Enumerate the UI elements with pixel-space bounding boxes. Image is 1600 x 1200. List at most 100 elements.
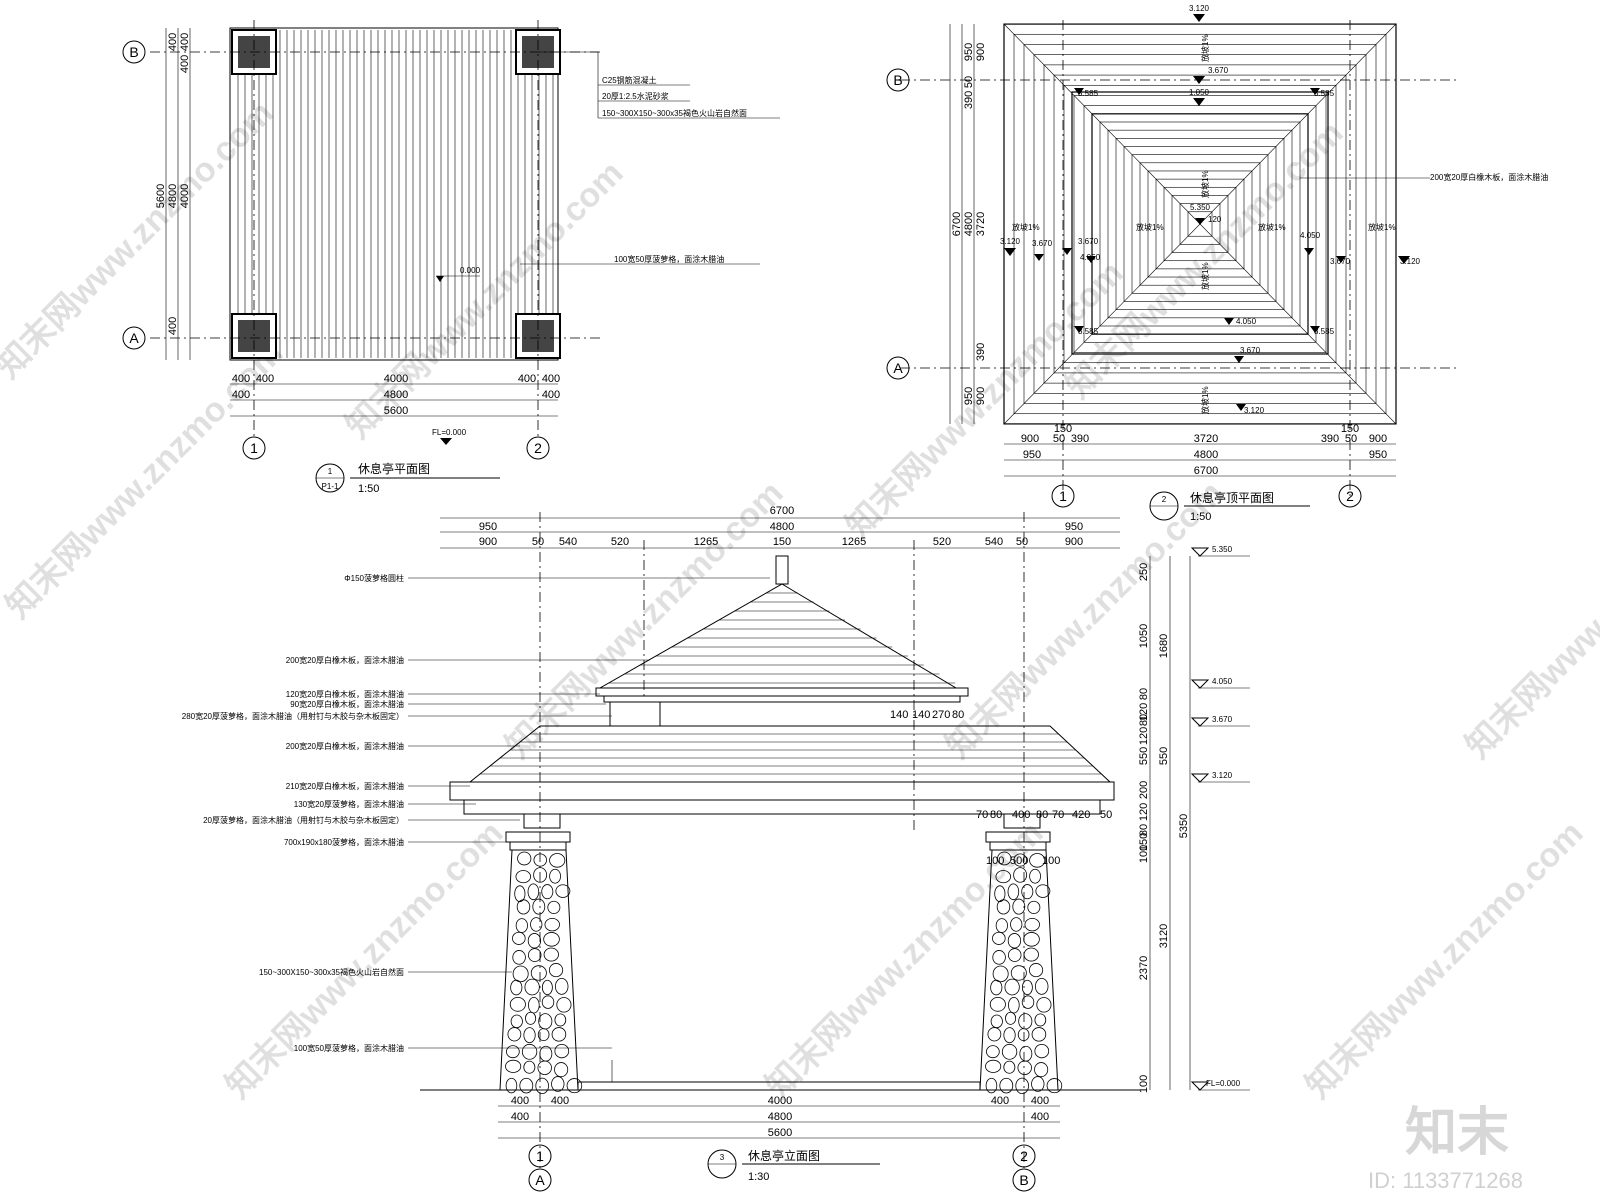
roof-ring [1063,84,1337,364]
callout-label: 210宽20厚白橡木板，面涂木腊油 [286,781,404,791]
svg-text:900: 900 [1369,433,1387,445]
svg-text:400: 400 [179,33,191,51]
stone [505,1059,522,1073]
svg-text:540: 540 [559,536,577,548]
svg-text:950: 950 [963,387,975,405]
svg-text:400: 400 [511,1111,529,1123]
svg-text:270: 270 [932,709,950,721]
svg-text:3720: 3720 [1194,433,1218,445]
plan-view: B A 1 2 400 400 400 400 4000 4800 5600 4… [122,20,780,495]
stone [1008,948,1022,962]
stone [515,870,532,884]
svg-text:540: 540 [985,536,1003,548]
stone [997,851,1012,866]
roof-levels: 3.120 3.670 1.050 5.350 120 3.120 3.120 … [1000,4,1421,415]
stone [1027,900,1041,914]
stone [548,963,564,978]
plan-outline [229,27,559,361]
roof-callout: 200宽20厚白橡木板，面涂木腊油 [1430,172,1548,182]
svg-text:B: B [1019,1172,1028,1188]
stone [1028,963,1044,978]
stone [1035,884,1051,898]
svg-text:520: 520 [933,536,951,548]
stone [1018,1013,1033,1030]
svg-text:放坡1%: 放坡1% [1136,222,1164,232]
stone [1021,995,1035,1009]
svg-text:500: 500 [1010,855,1028,867]
svg-text:4800: 4800 [167,184,179,208]
svg-text:放坡1%: 放坡1% [1200,170,1210,198]
stone [510,1014,523,1029]
plan-dims-left: 400 400 400 400 4000 4800 5600 [155,28,191,360]
stone [1024,917,1040,932]
svg-text:400: 400 [1031,1111,1049,1123]
roof-inner-edge [1071,91,1329,355]
svg-text:4000: 4000 [179,184,191,208]
stone [989,997,1006,1012]
stone [551,1076,565,1092]
svg-text:50: 50 [1100,809,1112,821]
stone [541,995,555,1009]
elevation-view: 6700 950 4800 950 900 50 540 520 1265 15… [182,505,1250,1192]
svg-text:400: 400 [542,389,560,401]
svg-text:3.670: 3.670 [1330,257,1351,266]
svg-text:3.585: 3.585 [1078,327,1099,336]
svg-text:4.050: 4.050 [1080,253,1101,262]
plan-callouts: C25钢筋混凝土 20厚1:2.5水泥砂浆 150~300X150~300x35… [520,51,780,265]
svg-text:390: 390 [1321,433,1339,445]
roof-ring [1139,162,1261,286]
svg-text:放坡1%: 放坡1% [1200,262,1210,290]
svg-text:80: 80 [1036,809,1048,821]
stone [1031,1027,1047,1042]
stone [1012,898,1026,915]
svg-text:420: 420 [1072,809,1090,821]
svg-text:150: 150 [773,536,791,548]
svg-text:4800: 4800 [963,212,975,236]
stone [985,1077,998,1094]
svg-text:4800: 4800 [1194,449,1218,461]
svg-text:3.120: 3.120 [1000,237,1021,246]
svg-text:1: 1 [536,1148,544,1164]
stone [1017,1060,1032,1075]
svg-text:100: 100 [1138,1075,1150,1093]
svg-text:1265: 1265 [842,536,866,548]
svg-text:400: 400 [518,373,536,385]
stone [516,899,531,915]
axis-1-label: 1 [250,440,258,456]
svg-text:150: 150 [1138,833,1150,851]
callout-label: 280宽20厚菠萝格，面涂木腊油（用射钉与木胶与杂木板固定） [182,711,404,721]
axis-b-label: B [129,44,138,60]
svg-text:C25钢筋混凝土: C25钢筋混凝土 [602,75,657,85]
stone [1013,853,1027,867]
stone [527,883,540,901]
svg-text:900: 900 [1021,433,1039,445]
stone [549,853,566,868]
stone [554,977,569,995]
roof-ring [1083,105,1317,343]
callout-label: Φ150菠萝格圆柱 [344,573,404,583]
roof-ring [1171,195,1229,253]
svg-text:2: 2 [1162,495,1167,504]
svg-text:400: 400 [551,1095,569,1107]
stone [512,965,529,983]
stone [999,1077,1014,1094]
stone [551,1027,567,1042]
roof-ring [1091,113,1309,335]
roof-ring [1155,178,1245,270]
stone [506,1045,520,1059]
svg-text:400: 400 [542,373,560,385]
svg-text:0.000: 0.000 [460,266,481,275]
stone [510,979,523,996]
roof-ring [1053,74,1347,374]
stone [1021,884,1034,900]
stone [541,979,553,996]
svg-text:950: 950 [963,43,975,61]
stone [1019,1045,1033,1062]
stone [555,884,571,898]
svg-text:2: 2 [1346,488,1354,504]
svg-text:P1-1: P1-1 [322,482,339,491]
callout-label: 90宽20厚白橡木板，面涂木腊油 [290,699,404,709]
svg-text:390: 390 [1071,433,1089,445]
svg-text:1:50: 1:50 [1190,511,1211,523]
